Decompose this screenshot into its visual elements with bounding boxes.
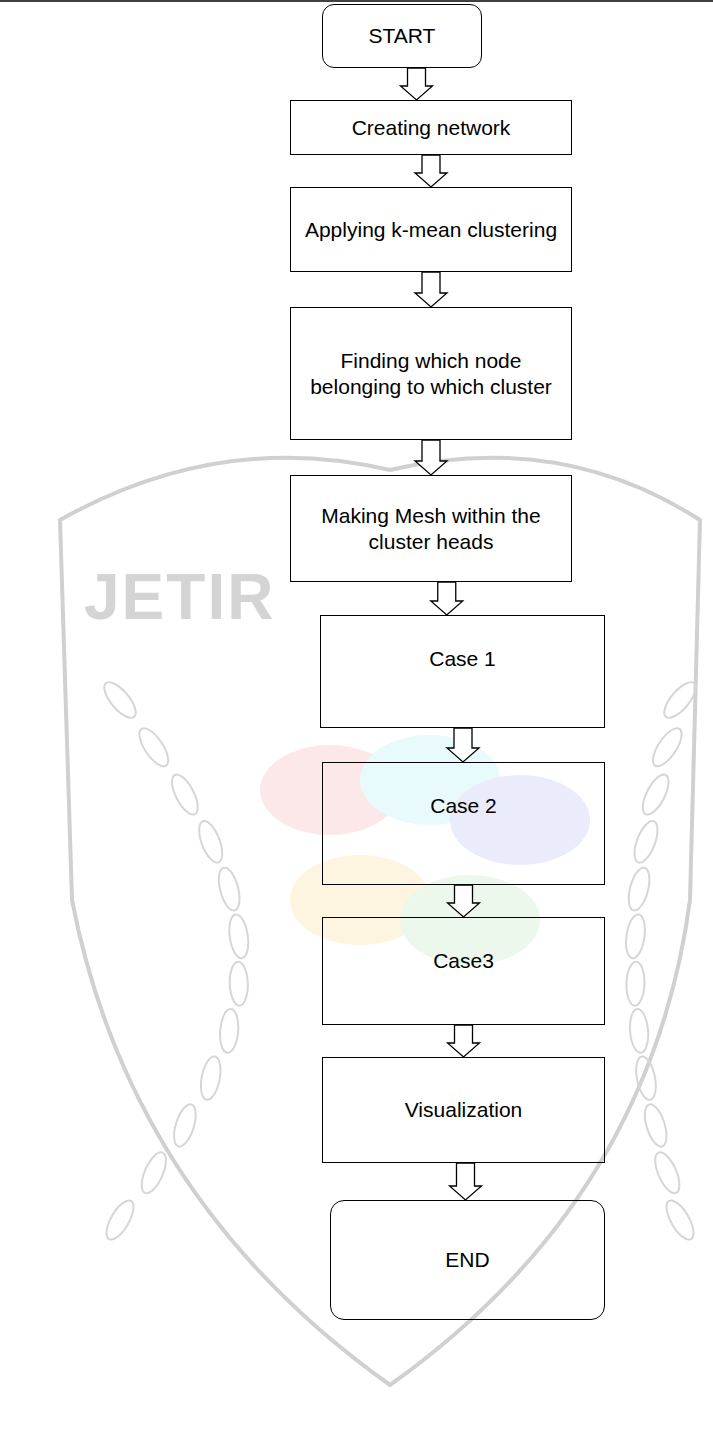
block-arrow [448,1025,480,1057]
colour-blobs [260,735,590,965]
block-arrow [431,582,463,615]
laurel-leaf [641,1102,671,1149]
laurel-leaf [650,1149,684,1197]
node-label: Case 2 [430,793,497,819]
laurel-leaf [215,866,243,913]
laurel-leaf [638,771,674,818]
node-label: Finding which node belonging to which cl… [303,348,559,400]
process-box: Finding which node belonging to which cl… [290,307,572,440]
process-box: Applying k-mean clustering [290,187,572,272]
node-label: Creating network [352,115,511,141]
node-label: Visualization [405,1097,523,1123]
laurel-leaf [198,1055,224,1102]
case-box: Case 1 [320,615,605,728]
process-box: Making Mesh within the cluster heads [290,475,572,582]
block-arrow [448,885,480,917]
header-rule [0,0,713,2]
node-label: Applying k-mean clustering [305,217,557,243]
block-arrow [415,272,447,307]
laurel-leaf [625,866,653,913]
process-box: Visualization [322,1057,605,1163]
laurel-leaf [623,913,647,959]
node-label: START [369,23,436,49]
laurel-leaf [630,818,663,866]
block-arrow [401,68,433,100]
laurel-leaf [648,724,687,771]
laurel-leaf [661,1196,699,1243]
laurel-leaf [167,771,203,818]
laurel-leaf [101,1196,139,1243]
block-arrow [450,1163,482,1200]
node-label: Case 1 [429,646,496,672]
process-box: Creating network [290,100,572,155]
laurel-leaf [229,961,248,1006]
laurel-leaf [633,1055,659,1102]
laurel-leaf [626,961,645,1006]
case-box: Case3 [322,917,605,1025]
laurel-leaf [137,1149,171,1197]
block-arrow [415,155,447,187]
laurel-leaf [659,677,701,722]
block-arrow [447,728,479,762]
laurel-leaf [194,818,227,866]
watermark-text: JETIR [84,560,275,634]
laurel-leaf [99,677,141,722]
node-label: Case3 [433,948,494,974]
laurel-leaf [170,1102,200,1149]
start-terminal: START [322,4,482,68]
end-terminal: END [330,1200,605,1320]
shield-outline [60,458,700,1385]
laurel-leaf [227,913,251,959]
node-label: END [445,1247,489,1273]
node-label: Making Mesh within the cluster heads [303,503,559,555]
laurel-leaf [628,1008,649,1053]
block-arrow [415,440,447,475]
laurel-leaf [218,1008,239,1053]
laurel-leaf [134,724,173,771]
laurel-leaves [99,677,701,1243]
case-box: Case 2 [322,762,605,885]
